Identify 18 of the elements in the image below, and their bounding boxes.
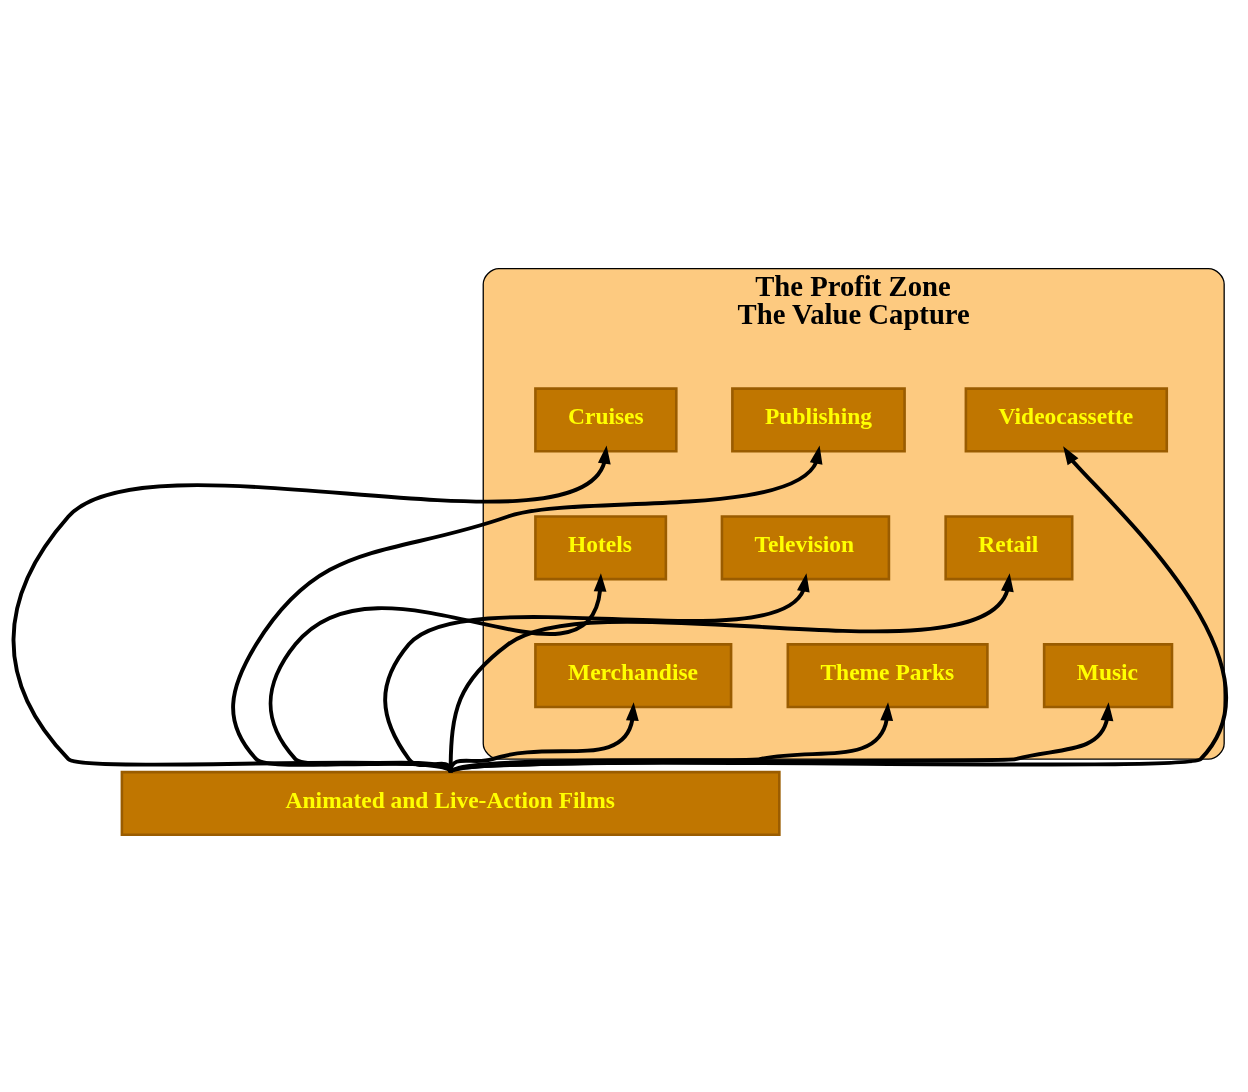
node-box: Theme Parks [786,642,989,708]
arrow [268,572,607,774]
arrow [231,444,823,774]
node-box: Cruises [534,386,678,453]
arrow [11,444,611,774]
arrow [383,572,810,773]
node-box: Publishing [731,386,906,453]
node-box: Hotels [534,514,668,580]
node-box: Merchandise [534,642,733,708]
node-box: Music [1042,642,1174,708]
arrow [448,572,1014,772]
node-box: Retail [944,514,1074,580]
node-box: Animated and Live-Action Films [120,770,781,836]
arrow [450,701,1114,774]
arrow [450,445,1228,774]
node-box: Television [720,514,891,580]
node-box: Videocassette [964,386,1169,453]
arrow [448,701,639,772]
